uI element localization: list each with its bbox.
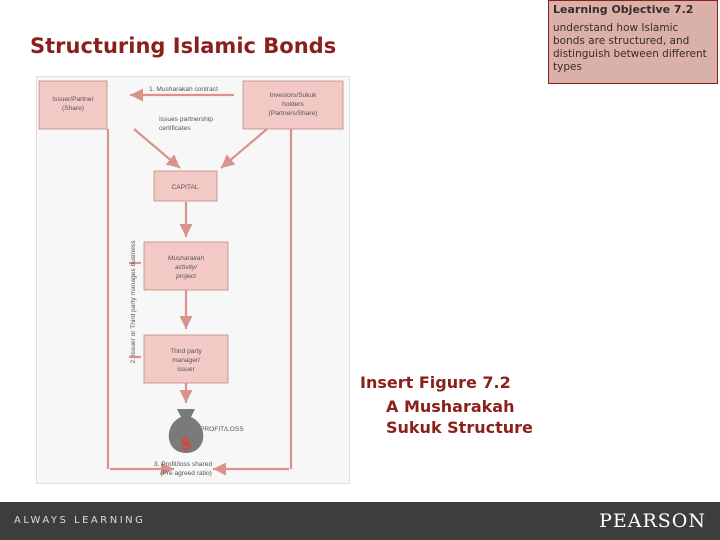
objective-text: understand how Islamic bonds are structu… xyxy=(553,22,707,73)
objective-title: Learning Objective 7.2 xyxy=(553,3,694,16)
capital-box xyxy=(153,170,218,202)
money-bag-icon: $ xyxy=(168,409,204,454)
manager-label-1: Third party xyxy=(170,348,202,355)
musharakah-sukuk-diagram: Issuer/Partner (Share) Investors/Sukuk h… xyxy=(36,76,350,484)
issuer-label-1: Issuer/Partner xyxy=(52,96,94,103)
issuer-box xyxy=(38,80,108,130)
investor-to-capital-arrow xyxy=(220,128,268,169)
investors-label-1: Investors/Sukuk xyxy=(270,92,318,99)
investors-label-2: holders xyxy=(282,101,304,108)
certificates-label-1: Issues partnership xyxy=(159,116,213,123)
slide-title: Structuring Islamic Bonds xyxy=(30,34,337,58)
activity-box xyxy=(143,241,229,291)
pearson-logo: PEARSON xyxy=(599,510,706,532)
profit-loss-label: PROFIT/LOSS xyxy=(200,426,244,433)
activity-label-2: activity/ xyxy=(175,264,198,271)
manager-box xyxy=(143,334,229,384)
activity-label-3: project xyxy=(175,273,197,280)
issuer-to-capital-arrow xyxy=(133,128,181,169)
footer-bar: ALWAYS LEARNING PEARSON xyxy=(0,502,720,540)
diagram-canvas: Issuer/Partner (Share) Investors/Sukuk h… xyxy=(38,80,344,477)
caption-title: Insert Figure 7.2 xyxy=(360,373,511,392)
manager-label-2: manager/ xyxy=(172,357,200,364)
manager-label-3: issuer xyxy=(177,366,195,373)
manages-business-label: 2. Issuer or Third party manages busines… xyxy=(130,240,137,364)
caption-subtitle: A Musharakah Sukuk Structure xyxy=(386,397,533,437)
footer-tagline: ALWAYS LEARNING xyxy=(14,515,146,526)
shared-label-1: 3. Profit/loss shared xyxy=(154,461,213,468)
issuer-label-2: (Share) xyxy=(62,105,84,112)
activity-label-1: Musharakah xyxy=(168,255,205,262)
learning-objective-box: Learning Objective 7.2 understand how Is… xyxy=(548,0,718,84)
shared-label-2: (Pre agreed ratio) xyxy=(160,470,212,477)
contract-label: 1. Musharakah contract xyxy=(149,86,218,93)
investors-box xyxy=(242,80,344,130)
figure-caption: Insert Figure 7.2 A Musharakah Sukuk Str… xyxy=(360,373,566,438)
investors-label-3: (Partners/Share) xyxy=(269,110,318,117)
certificates-label-2: certificates xyxy=(159,125,191,132)
dollar-sign: $ xyxy=(180,433,193,454)
capital-label: CAPITAL xyxy=(172,184,199,191)
